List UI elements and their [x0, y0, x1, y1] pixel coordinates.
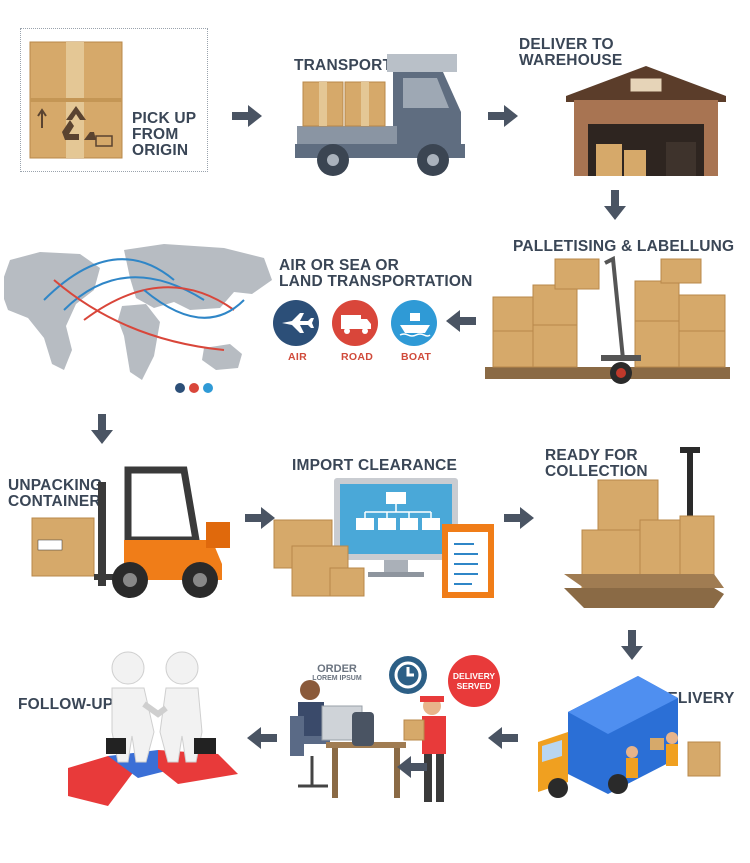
world-map-icon: [4, 244, 272, 393]
arrow-left-icon: [488, 727, 518, 749]
arrow-left-icon: [247, 727, 277, 749]
arrow-left-icon: [446, 310, 476, 332]
boat-label: BOAT: [401, 351, 432, 363]
import-clearance-icon: [273, 478, 494, 598]
clock-icon: [389, 656, 427, 694]
truck-icon: [295, 54, 465, 176]
arrow-right-icon: [488, 105, 518, 127]
order-title: ORDER: [317, 663, 357, 675]
palletising-label: PALLETISING & LABELLUNG: [513, 238, 735, 255]
arrow-right-icon: [232, 105, 262, 127]
order-desk-icon: [290, 680, 446, 802]
handshake-icon: [68, 651, 238, 806]
arrow-down-icon: [621, 630, 643, 660]
warehouse-icon: [566, 66, 726, 176]
boat-icon: [391, 300, 437, 346]
arrow-down-icon: [604, 190, 626, 220]
pickup-frame: [20, 28, 208, 172]
arrow-right-icon: [504, 507, 534, 529]
follow-up-label: FOLLOW-UP: [18, 696, 114, 713]
road-icon: [332, 300, 378, 346]
badge-line-2: SERVED: [456, 681, 492, 691]
order-subtitle: LOREM IPSUM: [312, 675, 362, 682]
air-label: AIR: [288, 351, 307, 363]
import-clearance-label: IMPORT CLEARANCE: [292, 457, 458, 474]
arrow-down-icon: [91, 414, 113, 444]
order-sign: ORDER LOREM IPSUM: [296, 663, 378, 682]
road-label: ROAD: [341, 351, 374, 363]
pallet-boxes-icon: [485, 255, 730, 384]
air-icon: [273, 300, 319, 346]
delivery-truck-icon: [538, 676, 721, 798]
badge-line-1: DELIVERY: [452, 671, 496, 681]
forklift-icon: [31, 466, 230, 598]
pallet-jack-icon: [564, 447, 724, 608]
delivery-served-badge: DELIVERY SERVED: [448, 655, 500, 707]
recycle-box-icon: [29, 41, 123, 159]
arrow-left-icon: [397, 756, 427, 778]
transport-label: TRANSPORT: [294, 57, 393, 74]
arrow-right-icon: [245, 507, 275, 529]
